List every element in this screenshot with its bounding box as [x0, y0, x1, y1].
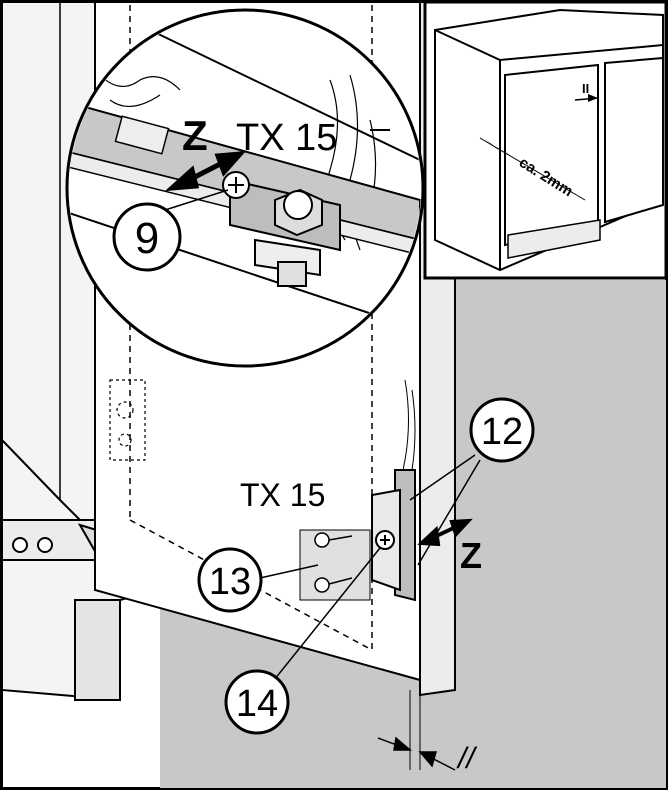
inset-parallel-mark: II — [582, 81, 589, 96]
callout-9-number: 9 — [135, 214, 159, 263]
zoom-z-label: Z — [182, 112, 208, 159]
callout-13-number: 13 — [209, 561, 251, 603]
mounting-bracket — [299, 469, 416, 602]
zoom-detail — [65, 8, 425, 368]
leader-lines — [257, 454, 481, 701]
callout-14: 14 — [224, 669, 290, 735]
main-torx-label: TX 15 — [240, 477, 325, 513]
grey-background-area — [160, 280, 666, 788]
callout-13: 13 — [197, 547, 263, 613]
zoom-torx-label: TX 15 — [236, 117, 337, 159]
main-z-label: Z — [460, 535, 482, 576]
callout-12-number: 12 — [481, 411, 523, 453]
gap-parallel-mark: // — [456, 742, 477, 775]
callout-9: 9 — [112, 202, 182, 272]
callout-14-number: 14 — [236, 683, 278, 725]
hinge-outline — [109, 379, 146, 461]
callout-12: 12 — [469, 397, 535, 463]
screws — [314, 532, 353, 593]
inset-panel — [423, 0, 668, 280]
gap-dimension — [377, 690, 456, 771]
